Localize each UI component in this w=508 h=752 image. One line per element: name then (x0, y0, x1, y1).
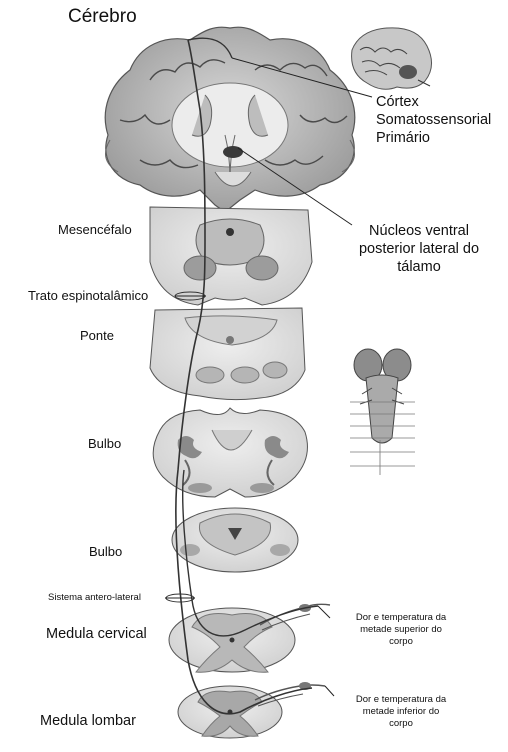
brainstem-inset (350, 349, 415, 475)
label-dor-superior: Dor e temperatura da metade superior do … (336, 612, 466, 648)
label-nucleos-line: posterior lateral do (334, 240, 504, 258)
label-nucleos-ventral: Núcleos ventral posterior lateral do tál… (334, 222, 504, 276)
cervical-cord-section (169, 604, 330, 672)
label-dor-inferior-line: corpo (336, 718, 466, 730)
label-cortex-line: Somatossensorial (376, 111, 491, 129)
label-nucleos-line: Núcleos ventral (334, 222, 504, 240)
label-cortex-line: Primário (376, 129, 491, 147)
label-ponte: Ponte (80, 328, 114, 343)
label-medula-lombar: Medula lombar (40, 713, 136, 729)
label-bulbo-superior: Bulbo (88, 436, 121, 451)
lumbar-cord-section (178, 682, 325, 738)
label-dor-inferior: Dor e temperatura da metade inferior do … (336, 694, 466, 730)
label-mesencefalo: Mesencéfalo (58, 222, 132, 237)
label-sistema-antero-lateral: Sistema antero-lateral (48, 592, 141, 603)
label-dor-superior-line: corpo (336, 636, 466, 648)
mesencephalon-section (150, 207, 312, 305)
label-trato-espinotalamico: Trato espinotalâmico (28, 288, 148, 303)
label-nucleos-line: tálamo (334, 258, 504, 276)
label-bulbo-inferior: Bulbo (89, 544, 122, 559)
label-dor-inferior-line: metade inferior do (336, 706, 466, 718)
pons-section (150, 308, 305, 400)
label-dor-inferior-line: Dor e temperatura da (336, 694, 466, 706)
label-cortex-line: Córtex (376, 93, 491, 111)
label-medula-cervical: Medula cervical (46, 626, 147, 642)
label-cortex-somatossensorial: Córtex Somatossensorial Primário (376, 93, 491, 147)
label-dor-superior-line: Dor e temperatura da (336, 612, 466, 624)
lateral-brain-inset (352, 28, 432, 89)
label-cerebro: Cérebro (68, 6, 137, 28)
lower-medulla-section (172, 508, 298, 572)
label-dor-superior-line: metade superior do (336, 624, 466, 636)
